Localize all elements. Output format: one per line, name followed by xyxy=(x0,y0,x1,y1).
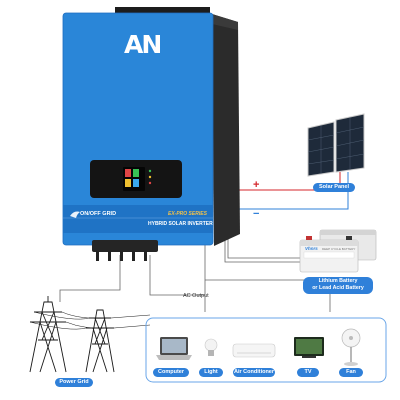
battery-icon xyxy=(299,229,377,273)
inverter-series-label: EX-PRO SERIES xyxy=(168,211,207,217)
battery-label-line1: Lithium Battery xyxy=(318,278,358,284)
battery-brand: Vhnrs xyxy=(305,246,318,251)
power-grid-label: Power Grid xyxy=(55,378,93,387)
battery-label-line2: or Lead Acid Battery xyxy=(312,285,364,291)
power-tower-icon xyxy=(29,296,151,373)
appliance-box xyxy=(145,317,387,383)
solar-panel-icon xyxy=(307,113,365,177)
fan-icon xyxy=(341,328,361,366)
pv-positive-sign: + xyxy=(253,179,260,191)
appliance-label-fan: Fan xyxy=(339,368,363,377)
battery-text: DEEP CYCLE BATTERY xyxy=(322,247,356,251)
laptop-icon xyxy=(156,337,192,360)
ac-output-label: AC Output xyxy=(183,293,209,299)
solar-panel-label: Solar Panel xyxy=(313,183,355,192)
battery-label: Lithium Battery or Lead Acid Battery xyxy=(303,277,373,294)
pv-negative-sign: − xyxy=(253,208,260,220)
leaf-icon xyxy=(70,211,80,218)
appliance-label-air-conditioner: Air Conditioner xyxy=(233,368,275,377)
hybrid-inverter xyxy=(62,7,240,261)
inverter-logo: AN xyxy=(124,30,162,59)
inverter-product-name: HYBRID SOLAR INVERTER xyxy=(148,221,213,227)
grid-wire xyxy=(59,255,121,302)
air-conditioner-icon xyxy=(232,343,276,358)
appliance-label-computer: Computer xyxy=(153,368,189,377)
bulb-icon xyxy=(204,338,218,356)
battery-wire xyxy=(224,232,311,263)
appliance-label-light: Light xyxy=(199,368,223,377)
appliance-label-tv: TV xyxy=(297,368,319,377)
inverter-mode-label: ON/OFF GRID xyxy=(80,211,117,217)
tv-icon xyxy=(294,337,324,358)
